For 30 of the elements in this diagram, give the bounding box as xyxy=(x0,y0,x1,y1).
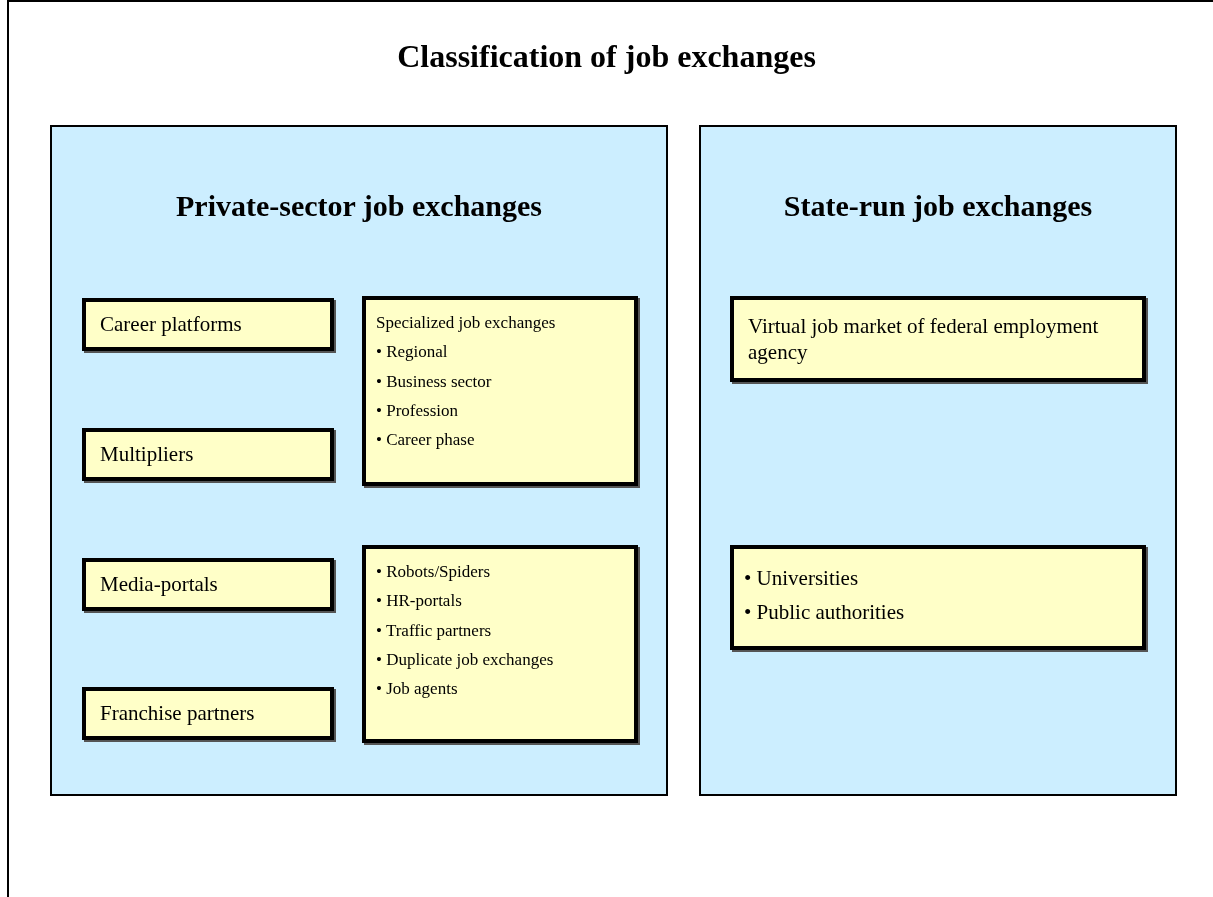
list-item: • Public authorities xyxy=(744,599,906,626)
panel-heading: Private-sector job exchanges xyxy=(175,189,543,223)
category-box xyxy=(82,687,334,740)
panel-heading: State-run job exchanges xyxy=(782,189,1094,223)
category-box xyxy=(730,296,1146,382)
list-item: • Career phase xyxy=(376,429,476,451)
list-item: • Duplicate job exchanges xyxy=(376,648,555,670)
box-label: Franchise partners xyxy=(100,701,255,726)
box-label: Career platforms xyxy=(100,312,242,337)
diagram-title: Classification of job exchanges xyxy=(396,38,817,75)
category-box xyxy=(82,298,334,351)
group-panel xyxy=(699,125,1177,796)
box-label: Media-portals xyxy=(100,572,218,597)
list-item: • Traffic partners xyxy=(376,619,493,641)
box-label: Virtual job market of federal employment agency xyxy=(748,313,1099,364)
list-item: • Robots/Spiders xyxy=(376,561,492,583)
category-box xyxy=(82,558,334,611)
list-item: • Business sector xyxy=(376,370,493,392)
box-label: Multipliers xyxy=(100,442,194,467)
category-box xyxy=(730,545,1146,650)
list-item: • HR-portals xyxy=(376,590,463,612)
list-item: • Profession xyxy=(376,399,459,421)
list-item: Specialized job exchanges xyxy=(376,312,557,334)
list-item: • Universities xyxy=(744,565,860,592)
category-box xyxy=(362,545,638,743)
category-box xyxy=(362,296,638,486)
list-item: • Job agents xyxy=(376,678,459,700)
category-box xyxy=(82,428,334,481)
list-item: • Regional xyxy=(376,341,449,363)
group-panel xyxy=(50,125,668,796)
